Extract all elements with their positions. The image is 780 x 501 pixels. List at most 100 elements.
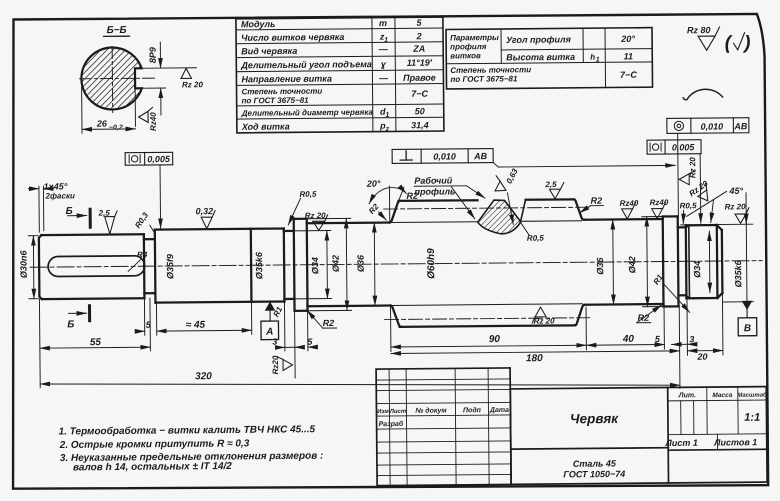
svg-text:В: В <box>744 323 751 334</box>
svg-text:20: 20 <box>696 352 707 362</box>
svg-text:Рабочий: Рабочий <box>414 175 452 185</box>
svg-text:3: 3 <box>272 337 277 347</box>
svg-text:11: 11 <box>624 51 633 61</box>
svg-text:0,005: 0,005 <box>672 142 696 152</box>
svg-text:3: 3 <box>689 334 694 344</box>
svg-text:90: 90 <box>489 334 501 345</box>
svg-text:Ø60h9: Ø60h9 <box>426 248 437 279</box>
svg-text:АВ: АВ <box>473 151 488 161</box>
svg-text:Rz20: Rz20 <box>271 355 280 374</box>
svg-text:1. Термообработка − витки кали: 1. Термообработка − витки калить ТВЧ НКС… <box>59 423 316 437</box>
svg-text:1: 1 <box>384 37 388 44</box>
svg-text:5: 5 <box>307 337 313 347</box>
svg-text:Модуль: Модуль <box>241 19 276 29</box>
svg-text:z: z <box>379 32 385 42</box>
svg-text:АВ: АВ <box>733 121 748 131</box>
svg-text:Вид червяка: Вид червяка <box>241 46 297 57</box>
svg-text:Лит.: Лит. <box>678 392 696 399</box>
svg-text:R0,5: R0,5 <box>299 190 317 199</box>
svg-text:Масса: Масса <box>712 392 732 399</box>
svg-text:45°: 45° <box>728 186 743 196</box>
svg-text:7−С: 7−С <box>411 89 428 99</box>
svg-text:(: ( <box>725 33 734 54</box>
svg-text:1:1: 1:1 <box>744 412 760 424</box>
svg-text:180: 180 <box>526 353 543 364</box>
svg-text:Число витков червяка: Число витков червяка <box>241 32 344 43</box>
svg-text:Б−Б: Б−Б <box>107 25 127 36</box>
svg-text:Делительный угол подъема: Делительный угол подъема <box>240 59 372 70</box>
svg-text:Параметры: Параметры <box>450 33 499 42</box>
svg-text:R2: R2 <box>323 318 335 328</box>
svg-text:Ø35k6: Ø35k6 <box>733 259 743 287</box>
svg-text:Ø30п6: Ø30п6 <box>18 250 28 279</box>
svg-text:А: А <box>265 327 273 338</box>
svg-text:Направление витка: Направление витка <box>241 74 332 85</box>
svg-text:R2: R2 <box>638 313 650 323</box>
svg-text:2,5: 2,5 <box>544 180 557 189</box>
svg-text:0,010: 0,010 <box>433 151 456 161</box>
svg-text:Изм: Изм <box>377 409 389 415</box>
svg-text:5: 5 <box>655 334 661 344</box>
svg-text:0,32: 0,32 <box>196 206 214 216</box>
svg-text:26: 26 <box>96 119 108 129</box>
svg-text:8Р9: 8Р9 <box>148 47 158 63</box>
svg-text:валов h 14, остальных ± IT: валов h 14, остальных ± IT 14/2 <box>73 461 232 473</box>
svg-text:Rz 20: Rz 20 <box>688 157 697 179</box>
svg-text:h: h <box>590 53 595 62</box>
svg-text:Листов 1: Листов 1 <box>713 437 757 447</box>
svg-text:R0,5: R0,5 <box>680 201 698 210</box>
svg-text:R0,5: R0,5 <box>527 234 545 243</box>
svg-text:7−С: 7−С <box>620 70 637 80</box>
svg-text:Высота витка: Высота витка <box>506 52 575 63</box>
svg-text:ZA: ZA <box>412 44 425 54</box>
svg-text:Степень точности: Степень точности <box>450 65 531 75</box>
svg-text:Правое: Правое <box>403 73 436 83</box>
svg-text:Ø42: Ø42 <box>627 256 637 273</box>
svg-text:2фаски: 2фаски <box>44 191 75 200</box>
svg-text:витков: витков <box>450 51 481 60</box>
svg-text:—: — <box>378 44 389 54</box>
svg-text:Ø36: Ø36 <box>595 257 605 275</box>
svg-text:Ø35k6: Ø35k6 <box>254 251 264 279</box>
svg-text:): ) <box>742 33 751 54</box>
svg-text:0,010: 0,010 <box>701 121 724 131</box>
svg-text:Ход витка: Ход витка <box>241 121 290 131</box>
svg-text:50: 50 <box>415 106 425 116</box>
svg-text:Делительный диаметр червяка: Делительный диаметр червяка <box>241 108 374 118</box>
svg-text:ɣ: ɣ <box>381 59 387 69</box>
svg-text:Ø34: Ø34 <box>310 257 320 274</box>
svg-text:профиля: профиля <box>450 42 487 51</box>
svg-text:d: d <box>380 107 386 117</box>
svg-text:3. Неуказанные предельные от: 3. Неуказанные предельные отклонения раз… <box>60 451 324 464</box>
svg-text:профиль: профиль <box>414 186 455 196</box>
svg-text:Червяк: Червяк <box>570 411 619 426</box>
svg-text:20°: 20° <box>366 179 381 189</box>
svg-text:Rz40: Rz40 <box>620 199 639 208</box>
svg-text:Лист 1: Лист 1 <box>665 438 698 448</box>
svg-text:z: z <box>385 126 390 133</box>
svg-text:№ докум: № докум <box>414 406 447 414</box>
svg-text:5: 5 <box>416 18 422 28</box>
svg-text:Ø36: Ø36 <box>356 254 366 272</box>
svg-text:Rz 20: Rz 20 <box>725 202 747 211</box>
svg-text:Rz 20: Rz 20 <box>305 211 327 220</box>
svg-text:Сталь 45: Сталь 45 <box>573 458 617 468</box>
svg-text:40: 40 <box>622 334 635 345</box>
svg-text:Б: Б <box>66 206 73 217</box>
svg-text:1: 1 <box>385 112 389 119</box>
svg-text:Разраб: Разраб <box>379 420 404 428</box>
svg-text:1: 1 <box>596 57 600 64</box>
svg-text:−0,2: −0,2 <box>109 124 123 131</box>
svg-text:R2: R2 <box>406 191 418 201</box>
svg-text:Угол профиля: Угол профиля <box>506 34 572 45</box>
svg-text:Дата: Дата <box>489 407 509 414</box>
svg-text:20°: 20° <box>620 34 635 44</box>
svg-text:R4: R4 <box>137 250 148 259</box>
svg-text:Лист: Лист <box>389 409 407 415</box>
svg-text:Ø35f9: Ø35f9 <box>165 254 175 279</box>
svg-text:2. Острые кромки притупить: 2. Острые кромки притупить R ≈ 0,3 <box>59 438 250 451</box>
svg-text:p: p <box>379 121 386 131</box>
svg-text:0,005: 0,005 <box>147 154 171 164</box>
svg-text:по ГОСТ 3675−81: по ГОСТ 3675−81 <box>450 74 518 84</box>
svg-text:Б: Б <box>67 319 74 330</box>
